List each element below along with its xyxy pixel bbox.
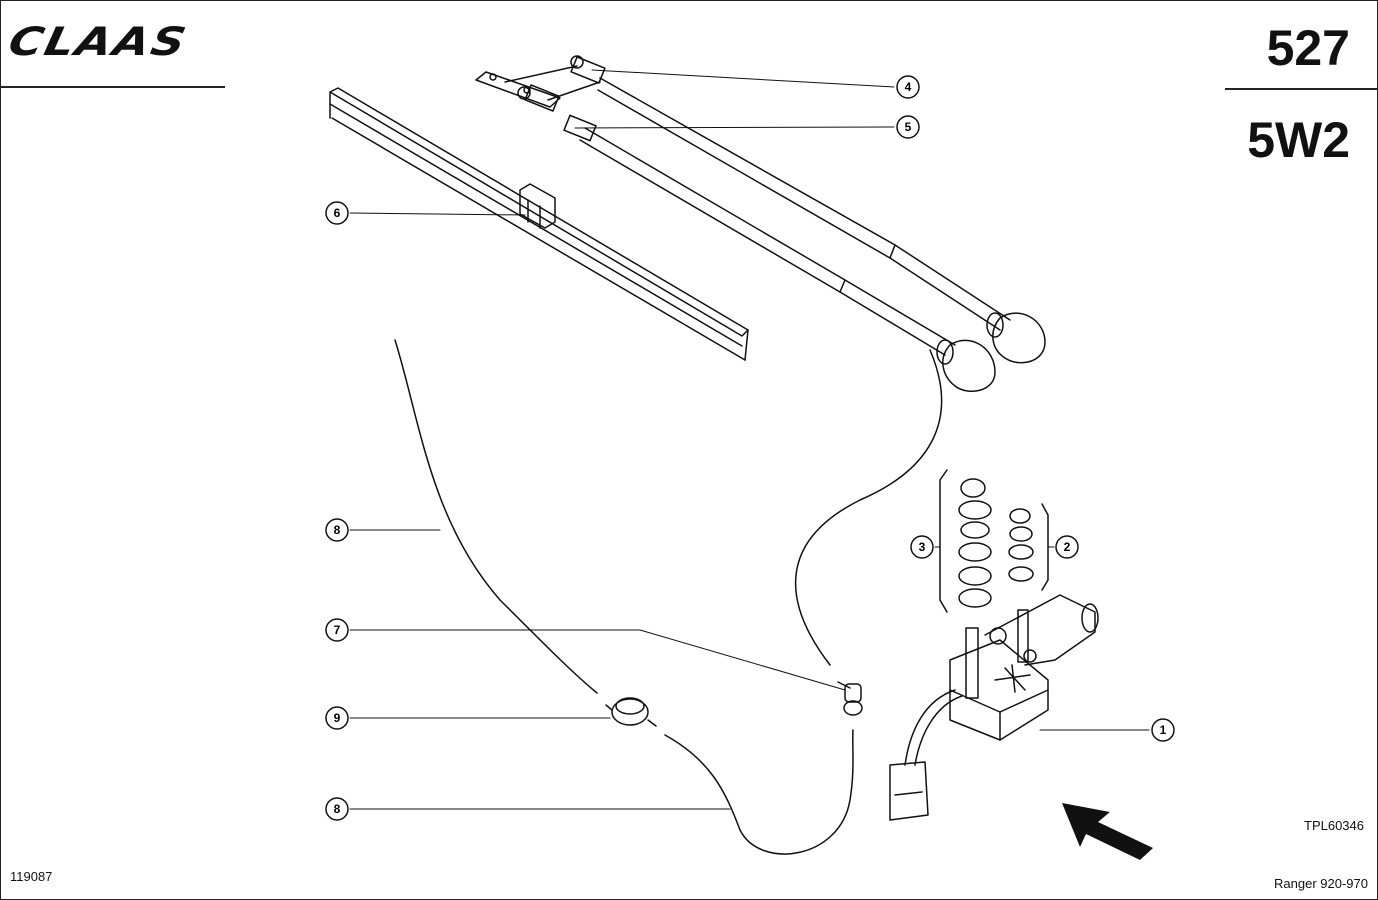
svg-text:7: 7 [334, 623, 341, 637]
washer-nozzle [837, 681, 863, 716]
callout-9: 9 [325, 706, 349, 730]
group-code: 5W2 [1247, 112, 1350, 168]
callout-5: 5 [896, 115, 920, 139]
callout-2: 2 [1055, 535, 1079, 559]
document-id: 119087 [10, 869, 53, 884]
wiper-arm-assembly [475, 55, 1046, 392]
svg-text:2: 2 [1064, 540, 1071, 554]
svg-text:5: 5 [905, 120, 912, 134]
wiper-blade [329, 87, 749, 361]
page-number: 527 [1266, 20, 1350, 76]
svg-text:9: 9 [334, 711, 341, 725]
svg-text:8: 8 [334, 523, 341, 537]
page-number-divider [1225, 88, 1377, 90]
svg-text:6: 6 [334, 206, 341, 220]
drawing-reference: TPL60346 [1304, 818, 1364, 833]
washer-hose-upper [394, 339, 598, 694]
callout-1: 1 [1151, 718, 1175, 742]
callout-7: 7 [325, 618, 349, 642]
fastener-stack-3 [939, 469, 992, 613]
svg-text:1: 1 [1160, 723, 1167, 737]
callout-8-upper: 8 [325, 518, 349, 542]
arm-washer-hose [794, 349, 943, 666]
svg-text:3: 3 [919, 540, 926, 554]
fastener-stack-2 [1008, 503, 1049, 591]
leader-lines [349, 69, 1150, 810]
svg-text:4: 4 [905, 80, 912, 94]
callout-6: 6 [325, 201, 349, 225]
callout-3: 3 [910, 535, 934, 559]
non-return-valve [605, 697, 657, 727]
washer-hose-lower [664, 729, 854, 855]
svg-text:8: 8 [334, 802, 341, 816]
callout-8-lower: 8 [325, 797, 349, 821]
logo-underline [0, 86, 225, 88]
direction-arrow [1062, 803, 1153, 860]
model-range: Ranger 920-970 [1274, 876, 1368, 891]
callout-4: 4 [896, 75, 920, 99]
wiper-motor [889, 594, 1099, 821]
